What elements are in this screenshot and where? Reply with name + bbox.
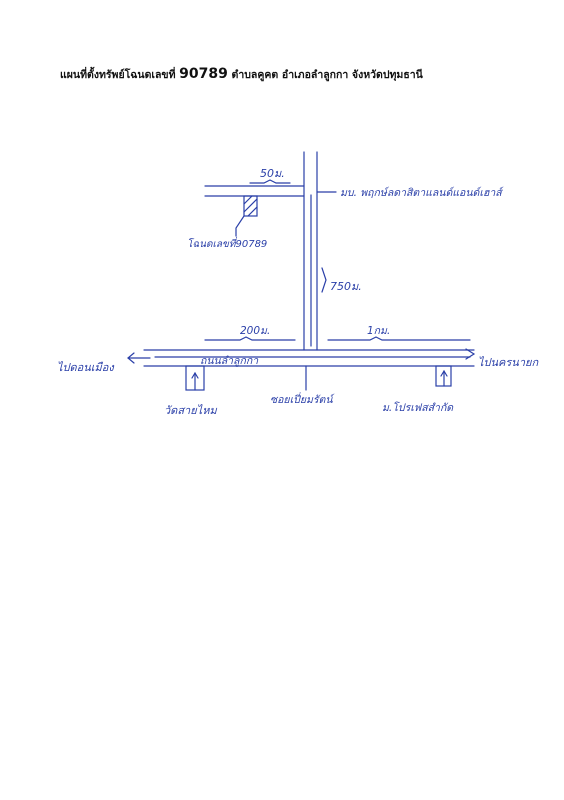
deed-hatch — [247, 206, 258, 217]
dist-top-label: 50ม. — [260, 167, 285, 180]
deed-label: โฉนดเลขที่90789 — [187, 236, 267, 250]
to-right-label: ไปนครนายก — [478, 356, 539, 369]
deed-parcel — [243, 195, 258, 217]
temple-label: วัดสายไหม — [164, 404, 217, 417]
dist-left-label: 200ม. — [240, 325, 270, 337]
dist-top-mark — [249, 179, 291, 184]
deed-number: 90789 — [179, 66, 228, 82]
title-suffix: ตำบลคูคต อำเภอลำลูกกา จังหวัดปทุมธานี — [231, 69, 423, 81]
page-title: แผนที่ตั้งทรัพย์โฉนดเลขที่ 90789 ตำบลคูค… — [60, 66, 540, 83]
village-label: มบ. พฤกษ์ลดาสิตาแลนด์แอนด์เฮาส์ — [340, 186, 504, 199]
right-arrow-icon — [465, 348, 476, 360]
dist-vertical-label: 750ม. — [330, 280, 362, 293]
deed-pointer — [235, 215, 245, 237]
deed-hatch — [243, 195, 253, 205]
deed-hatch — [243, 198, 258, 213]
university-label: ม.โปรเฟสสำกัด — [382, 401, 454, 414]
road-label: ถนนลำลูกกา — [200, 355, 259, 367]
title-prefix: แผนที่ตั้งทรัพย์โฉนดเลขที่ — [60, 69, 176, 81]
dist-right-mark — [327, 336, 471, 341]
soi-label: ซอยเปี่ยมรัตน์ — [270, 392, 335, 406]
dist-vertical-mark — [321, 267, 327, 293]
dist-left-mark — [204, 336, 296, 341]
to-left-label: ไปดอนเมือง — [57, 361, 115, 374]
dist-right-label: 1กม. — [367, 325, 390, 337]
